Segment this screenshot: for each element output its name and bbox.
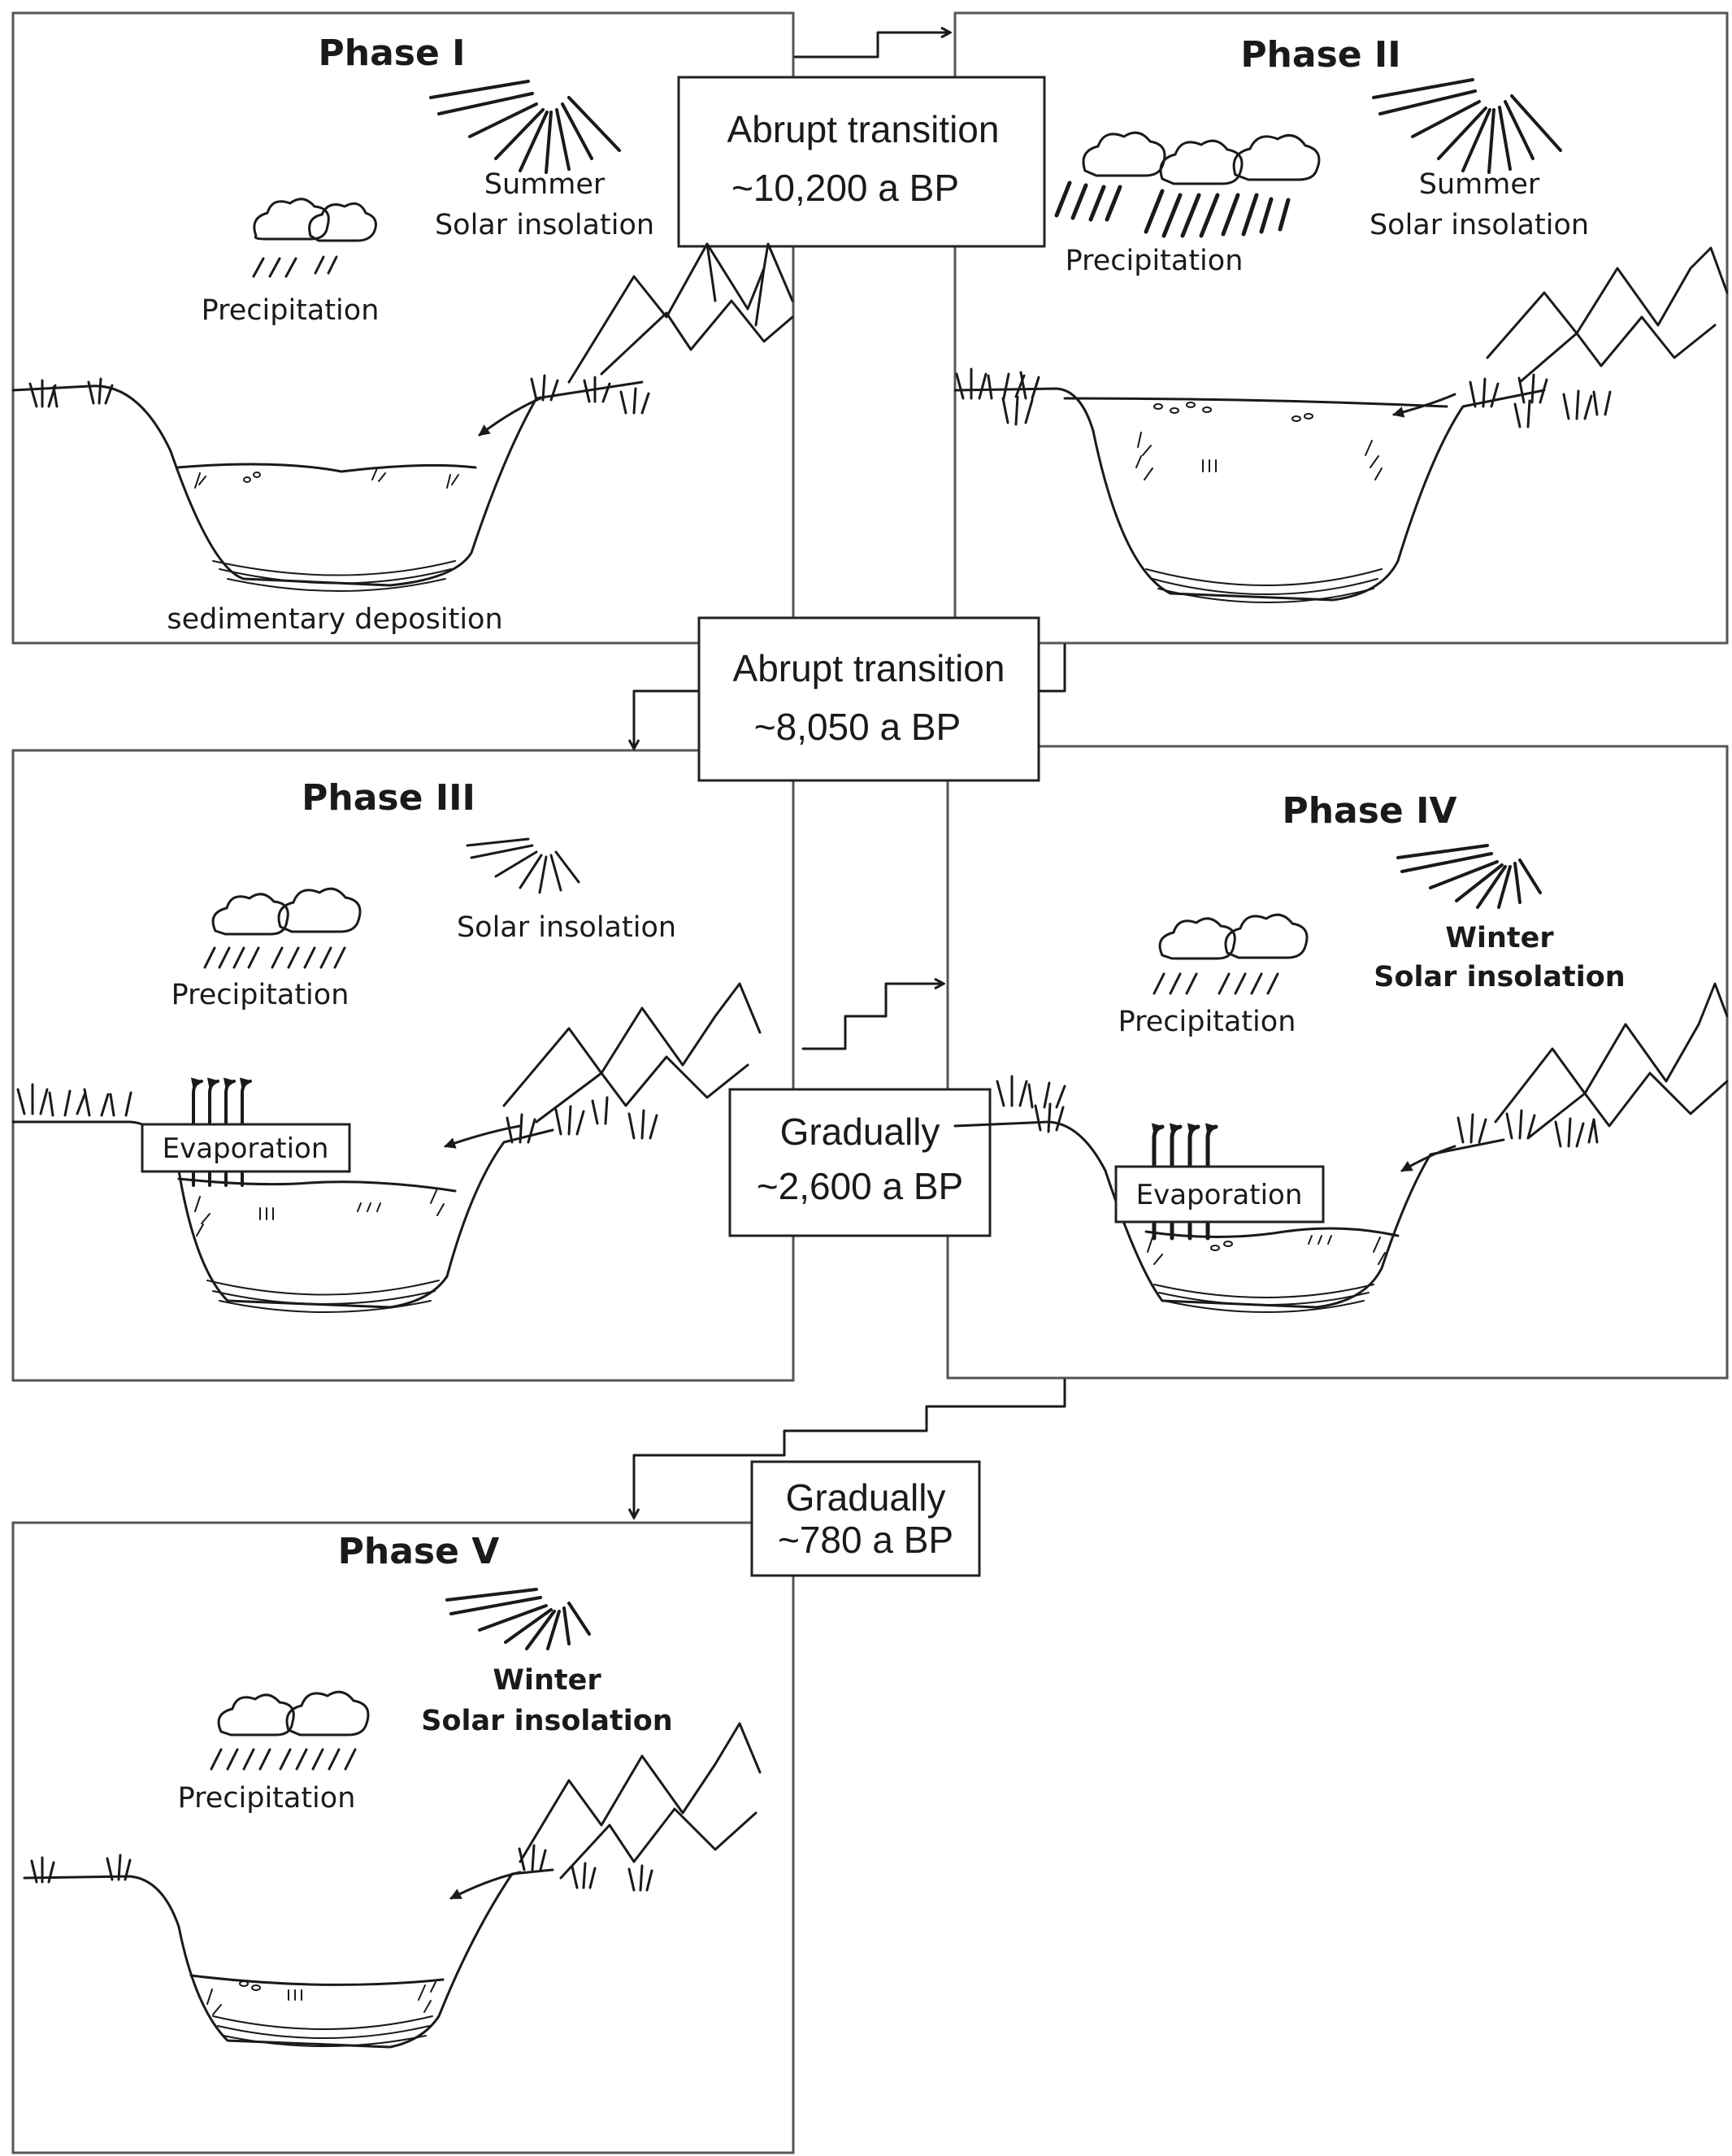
aquatic-plants-icon [194,467,459,489]
phase-1-title: Phase I [319,33,466,74]
panel-phase-3 [11,749,795,1382]
sediment-layers [212,2015,433,2047]
transition-box-4: Gradually ~780 a BP [750,1460,981,1577]
phase-2-title: Phase II [1240,34,1400,76]
mountain-icon [502,982,762,1124]
cloud-icon [203,887,362,969]
phase-5-sun-label-2: Solar insolation [421,1705,672,1737]
phase-2-sun-label-2: Solar insolation [1370,209,1589,241]
aquatic-plants-icon [1135,402,1383,480]
phase-3-precip-label: Precipitation [171,979,349,1011]
transition-box-2: Abrupt transition ~8,050 a BP [697,616,1040,782]
lake-basin [953,387,1546,602]
sediment-layers [206,1280,440,1313]
cloud-icon [252,198,377,278]
aquatic-plants-icon [1147,1235,1386,1265]
phase-5-precip-label: Precipitation [178,1782,356,1815]
inflow-arrow [478,397,542,437]
water-surface [189,1974,445,1986]
sun-icon [466,837,580,894]
grass-icon [996,1075,1599,1148]
connector-arrow-1 [793,33,949,59]
phase-5-title: Phase V [338,1531,500,1572]
phase-1-sun-label-2: Solar insolation [435,209,654,241]
inflow-arrow [444,1124,522,1149]
phase-4-sun-label-2: Solar insolation [1374,961,1625,993]
inflow-arrow [1392,393,1456,418]
phase-1-bottom-label: sedimentary deposition [167,603,502,636]
cloud-icon [210,1690,370,1771]
rain-icon [1054,180,1291,238]
connector-arrow-4 [634,1378,1066,1517]
phase-4-precip-label: Precipitation [1118,1006,1296,1038]
sediment-layers [1145,568,1383,603]
sediment-layers [1153,1284,1374,1313]
cloud-icon [1082,131,1321,185]
phase-3-title: Phase III [302,777,475,819]
sun-icon [1396,844,1542,909]
transition-box-3: Gradually ~2,600 a BP [728,1088,992,1237]
phase-2-precip-label: Precipitation [1066,245,1244,277]
phase-3-evaporation-label: Evaporation [163,1132,329,1165]
phase-1-precip-label: Precipitation [202,294,380,327]
sediment-layers [212,560,456,592]
transition-2-line-2: ~8,050 a BP [754,706,961,748]
connector-arrow-3 [801,984,943,1050]
phase-4-illustration: Phase IV Winter Solar insolation Precipi… [953,790,1729,1313]
mountain-icon [1494,982,1729,1140]
phase-3-sun-label-1: Solar insolation [457,911,676,944]
phase-5-illustration: Phase V Winter Solar insolation Precipit… [23,1531,762,2049]
transition-1-line-1: Abrupt transition [727,108,1000,150]
phase-2-illustration: Phase II Summer Solar insolation Precipi… [953,34,1729,603]
inflow-arrow [1400,1145,1456,1172]
panel-phase-5 [11,1521,795,2154]
phase-4-evaporation-label: Evaporation [1136,1179,1303,1211]
phase-4-title: Phase IV [1282,790,1456,832]
phase-1-sun-label-1: Summer [484,168,606,201]
cloud-icon [1152,913,1309,995]
transition-3-line-1: Gradually [780,1111,940,1153]
mountain-icon [567,242,794,384]
phase-2-sun-label-1: Summer [1419,168,1540,201]
phase-4-sun-label-1: Winter [1445,922,1554,954]
sun-icon [445,1588,591,1650]
lake-basin [953,1120,1505,1309]
evaporation-arrows-icon [1151,1123,1218,1241]
mountain-icon [1486,246,1729,384]
water-surface [1144,1227,1400,1238]
water-surface [176,463,477,473]
transition-4-line-2: ~780 a BP [778,1519,953,1561]
grass-icon [30,1844,653,1892]
evaporation-box [141,1123,351,1173]
grass-icon [16,1083,658,1144]
lake-basin [23,1868,554,2049]
water-surface [1063,397,1448,408]
aquatic-plants-icon [194,1188,445,1237]
phase-1-illustration: Phase I Summer Solar insolation Precipit… [11,33,794,636]
panel-phase-4 [946,745,1729,1380]
aquatic-plants-icon [206,1980,436,2015]
transition-4-line-1: Gradually [786,1476,946,1519]
transition-1-line-2: ~10,200 a BP [731,167,959,209]
panel-phase-1 [11,11,795,645]
evaporation-box [1114,1165,1325,1224]
inflow-arrow [449,1871,522,1900]
sun-icon [429,80,621,174]
phase-5-sun-label-1: Winter [493,1664,601,1697]
transition-3-line-2: ~2,600 a BP [757,1165,963,1207]
evaporation-arrows-icon [190,1077,252,1187]
phase-3-illustration: Phase III Solar insolation Precipitation [11,777,762,1313]
transition-box-1: Abrupt transition ~10,200 a BP [677,76,1046,248]
panel-phase-2 [953,11,1729,645]
transition-2-line-1: Abrupt transition [733,647,1005,689]
sun-icon [1372,78,1562,174]
lake-basin [11,380,644,587]
mountain-icon [519,1722,762,1880]
